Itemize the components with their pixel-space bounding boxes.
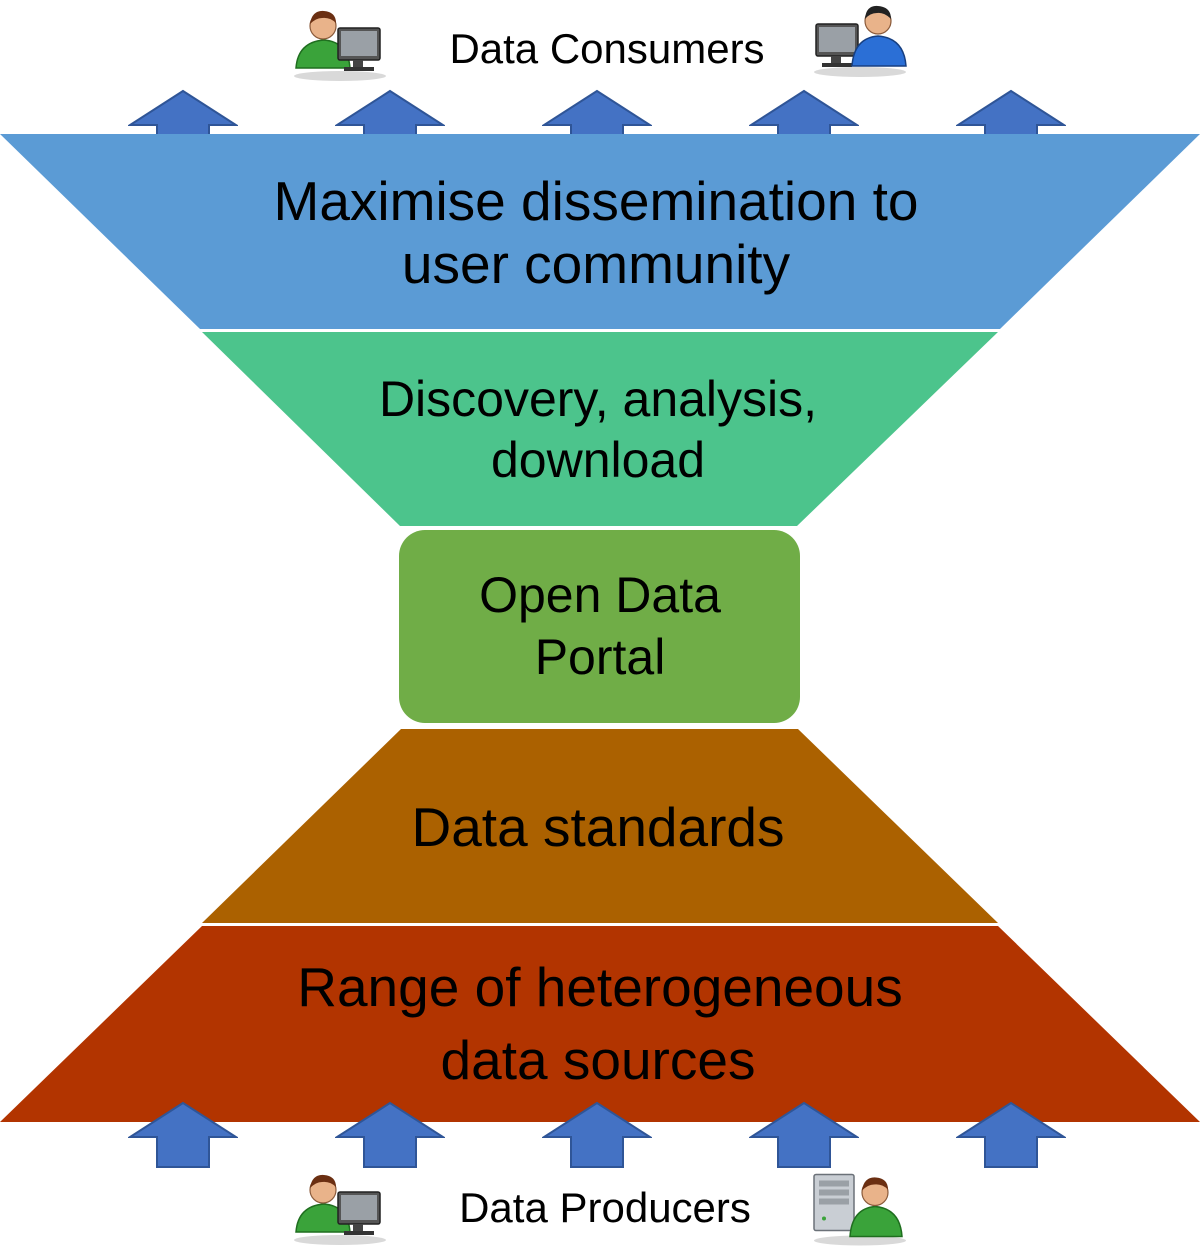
sources-layer: Range of heterogeneous data sources [0,926,1200,1122]
dissemination-layer: Maximise dissemination to user community [0,134,1200,329]
dissemination-label-line2: user community [402,233,791,295]
standards-layer: Data standards [202,729,998,923]
portal-label-line1: Open Data [479,567,721,623]
server-user-icon [813,1173,907,1247]
portal-label-line2: Portal [535,629,666,685]
user-computer-icon [293,1174,387,1245]
standards-label: Data standards [412,796,785,858]
user-computer-icon [813,5,907,77]
user-computer-icon [293,10,387,81]
dissemination-trapezoid [0,134,1200,329]
discovery-trapezoid [202,332,998,526]
sources-label-line1: Range of heterogeneous [297,956,902,1018]
dissemination-label-line1: Maximise dissemination to [274,170,919,232]
data-producers-label: Data Producers [459,1184,751,1231]
discovery-label-line2: download [491,432,705,488]
standards-trapezoid [202,729,998,923]
discovery-layer: Discovery, analysis, download [202,332,998,526]
sources-label-line2: data sources [441,1029,756,1091]
data-consumers-label: Data Consumers [449,25,764,72]
discovery-label-line1: Discovery, analysis, [379,371,817,427]
portal-box [399,530,800,723]
sources-trapezoid [0,926,1200,1122]
portal-layer: Open Data Portal [399,530,800,723]
